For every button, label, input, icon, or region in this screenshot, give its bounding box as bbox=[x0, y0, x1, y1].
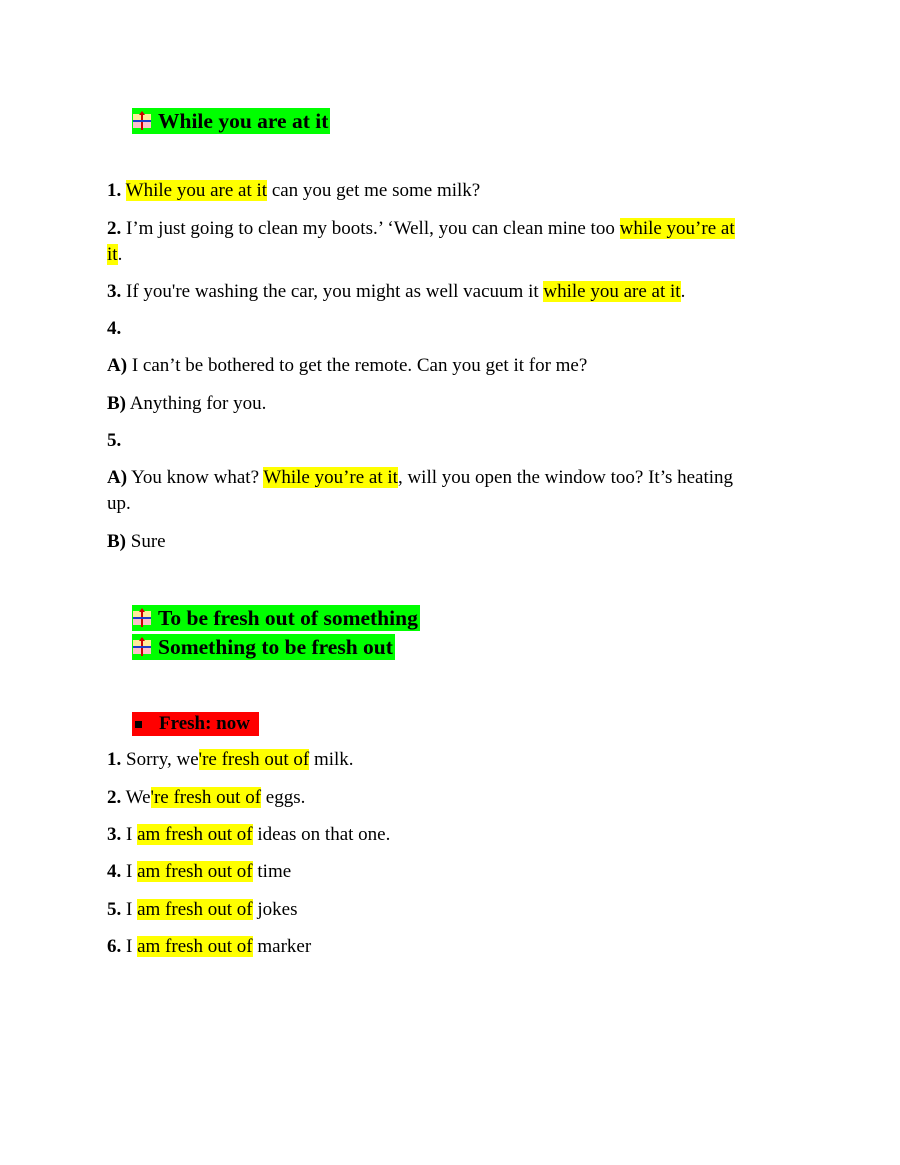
example-line: 1. Sorry, we're fresh out of milk. bbox=[107, 747, 354, 773]
line-text: I’m just going to clean my boots.’ ‘Well… bbox=[121, 218, 620, 239]
example-line: 6. I am fresh out of marker bbox=[107, 934, 311, 960]
item-number: 1. bbox=[107, 180, 122, 201]
highlight-phrase: am fresh out of bbox=[137, 899, 253, 920]
line-text: I bbox=[121, 899, 138, 920]
line-text: We bbox=[121, 787, 151, 808]
item-number: 5. bbox=[107, 899, 122, 920]
dialogue-line: B) Anything for you. bbox=[107, 391, 266, 417]
arrow-cross-icon bbox=[132, 637, 152, 657]
highlight-phrase: it bbox=[107, 244, 118, 265]
highlight-phrase: While you are at it bbox=[125, 180, 268, 201]
item-number: 4. bbox=[107, 318, 122, 339]
example-line: 3. I am fresh out of ideas on that one. bbox=[107, 822, 390, 848]
line-text: up. bbox=[107, 493, 131, 514]
item-number: 6. bbox=[107, 936, 122, 957]
line-text: I bbox=[121, 824, 138, 845]
highlight-phrase: am fresh out of bbox=[137, 824, 253, 845]
section-heading-while-at-it: While you are at it bbox=[132, 108, 331, 134]
arrow-cross-icon bbox=[132, 608, 152, 628]
dialogue-line: B) Sure bbox=[107, 529, 166, 555]
dialogue-line: A) You know what? While you’re at it, wi… bbox=[107, 465, 792, 517]
line-text: I bbox=[121, 861, 138, 882]
speaker-label: A) bbox=[107, 467, 128, 488]
line-text: can you get me some milk? bbox=[267, 180, 481, 201]
line-text: Sorry, we bbox=[121, 749, 199, 770]
example-line: 2. We're fresh out of eggs. bbox=[107, 785, 305, 811]
highlight-phrase: 're fresh out of bbox=[198, 749, 310, 770]
line-text: . bbox=[117, 244, 123, 265]
highlight-phrase: am fresh out of bbox=[137, 861, 253, 882]
arrow-cross-icon bbox=[132, 111, 152, 131]
line-text: jokes bbox=[252, 899, 298, 920]
example-line: 5. I am fresh out of jokes bbox=[107, 897, 298, 923]
section-heading-something-fresh-out: Something to be fresh out bbox=[132, 634, 395, 660]
item-number: 3. bbox=[107, 281, 122, 302]
line-text: I can’t be bothered to get the remote. C… bbox=[127, 355, 588, 376]
highlight-phrase: While you’re at it bbox=[263, 467, 398, 488]
dialogue-line: A) I can’t be bothered to get the remote… bbox=[107, 353, 587, 379]
highlight-phrase: while you are at it bbox=[543, 281, 681, 302]
item-number: 4. bbox=[107, 861, 122, 882]
highlight-phrase: am fresh out of bbox=[137, 936, 253, 957]
example-line: 1. While you are at it can you get me so… bbox=[107, 178, 480, 204]
subheading-text: Fresh: now bbox=[159, 713, 250, 734]
item-number: 2. bbox=[107, 787, 122, 808]
line-text: eggs. bbox=[261, 787, 306, 808]
line-text: ideas on that one. bbox=[252, 824, 391, 845]
item-number: 3. bbox=[107, 824, 122, 845]
line-text: marker bbox=[252, 936, 312, 957]
line-text: Anything for you. bbox=[126, 393, 267, 414]
speaker-label: B) bbox=[107, 393, 126, 414]
example-line: 4. I am fresh out of time bbox=[107, 859, 291, 885]
speaker-label: A) bbox=[107, 355, 128, 376]
example-line: 3. If you're washing the car, you might … bbox=[107, 279, 685, 305]
item-number: 2. bbox=[107, 218, 122, 239]
line-text: Sure bbox=[126, 531, 166, 552]
item-number: 5. bbox=[107, 430, 122, 451]
line-text: milk. bbox=[309, 749, 354, 770]
example-line: 2. I’m just going to clean my boots.’ ‘W… bbox=[107, 216, 792, 268]
item-number: 1. bbox=[107, 749, 122, 770]
line-text: . bbox=[680, 281, 686, 302]
square-bullet-icon bbox=[135, 720, 142, 728]
subheading-fresh-now: Fresh: now bbox=[132, 712, 259, 736]
line-text: If you're washing the car, you might as … bbox=[121, 281, 544, 302]
line-text: time bbox=[252, 861, 292, 882]
line-text: You know what? bbox=[127, 467, 264, 488]
section-heading-text: While you are at it bbox=[158, 109, 329, 133]
section-heading-fresh-out-of: To be fresh out of something bbox=[132, 605, 420, 631]
speaker-label: B) bbox=[107, 531, 126, 552]
line-text: , will you open the window too? It’s hea… bbox=[397, 467, 734, 488]
highlight-phrase: 're fresh out of bbox=[150, 787, 262, 808]
highlight-phrase: while you’re at bbox=[619, 218, 735, 239]
example-line: 5. bbox=[107, 428, 121, 454]
section-heading-text: To be fresh out of something bbox=[158, 606, 418, 630]
example-line: 4. bbox=[107, 316, 121, 342]
section-heading-text: Something to be fresh out bbox=[158, 635, 393, 659]
line-text: I bbox=[121, 936, 138, 957]
